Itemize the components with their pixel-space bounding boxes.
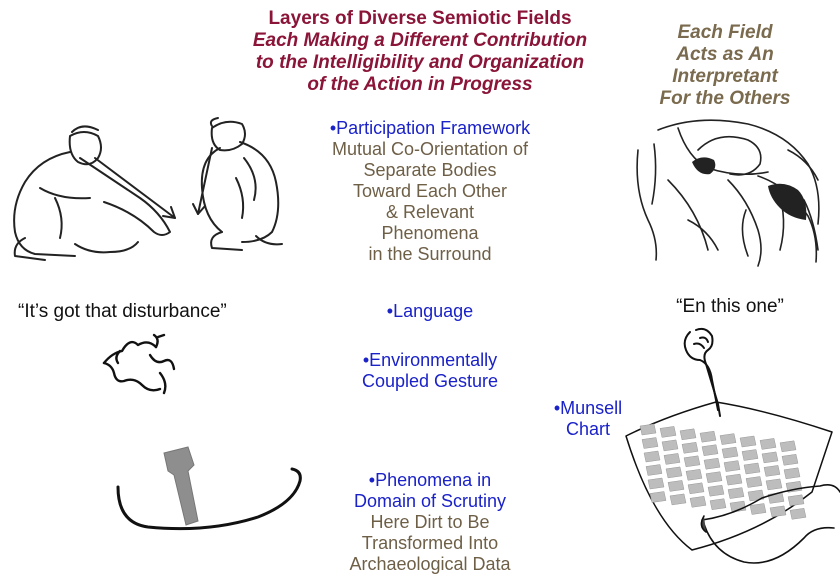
title-line-4: of the Action in Progress <box>307 74 533 95</box>
munsell-chip <box>725 473 743 486</box>
title-line-1: Layers of Diverse Semiotic Fields <box>268 8 572 29</box>
munsell-chip <box>687 482 705 495</box>
munsell-chip <box>721 446 739 459</box>
language-label: •Language <box>386 301 474 321</box>
munsell-line-1: •Munsell <box>553 398 623 418</box>
munsell-chip <box>745 476 763 488</box>
gesture-hand-sketch <box>102 333 176 395</box>
side-title-line-2: Acts as An <box>676 44 774 65</box>
munsell-chip <box>643 450 661 463</box>
munsell-chip <box>747 489 765 502</box>
munsell-chip <box>769 505 787 518</box>
crouching-figures-drawing <box>13 117 283 261</box>
participation-framework-block: •Participation Framework Mutual Co-Orien… <box>300 118 560 265</box>
munsell-chip <box>759 438 777 450</box>
munsell-chip <box>645 464 663 476</box>
participation-line-6: in the Surround <box>368 244 492 264</box>
munsell-chip <box>639 423 657 436</box>
munsell-chip <box>787 494 805 507</box>
participation-line-3: Toward Each Other <box>352 181 508 201</box>
munsell-chip <box>779 440 797 453</box>
title-line-2: Each Making a Different Contribution <box>252 30 588 51</box>
title-line-3: to the Intelligibility and Organization <box>255 52 585 73</box>
side-title-line-3: Interpretant <box>672 66 778 87</box>
munsell-chip <box>661 439 679 452</box>
munsell-chip <box>727 487 745 499</box>
munsell-chip <box>663 453 681 465</box>
participation-line-2: Separate Bodies <box>363 160 497 180</box>
munsell-chip <box>741 449 759 461</box>
participation-heading: •Participation Framework <box>329 118 531 138</box>
munsell-chip <box>681 442 699 454</box>
gesture-line-1: •Environmentally <box>362 350 498 370</box>
munsell-chip <box>789 508 807 520</box>
munsell-chip <box>679 428 697 441</box>
munsell-chip <box>763 465 781 477</box>
munsell-chip <box>683 455 701 468</box>
munsell-chip <box>685 469 703 481</box>
munsell-chip <box>665 466 683 479</box>
phenomena-line-2: Domain of Scrutiny <box>353 491 507 511</box>
participation-line-4: & Relevant <box>385 202 475 222</box>
munsell-chip <box>761 451 779 464</box>
pointing-hand-icon <box>683 327 721 417</box>
munsell-chip <box>749 503 767 515</box>
munsell-chip <box>709 498 727 510</box>
munsell-chip <box>743 462 761 475</box>
phenomena-line-1: •Phenomena in <box>368 470 492 490</box>
phenomena-line-5: Archaeological Data <box>349 554 511 574</box>
munsell-chip <box>641 437 659 449</box>
munsell-line-2: Chart <box>565 419 610 439</box>
bent-figure-sketch <box>636 119 820 267</box>
munsell-chip <box>689 496 707 508</box>
munsell-chip <box>647 477 665 490</box>
quote-left: “It’s got that disturbance” <box>18 301 227 322</box>
munsell-chip <box>659 426 677 438</box>
quote-right: “En this one” <box>676 296 784 317</box>
munsell-label: •Munsell Chart <box>548 398 628 440</box>
participation-line-5: Phenomena <box>381 223 479 243</box>
phenomena-line-4: Transformed Into <box>361 533 499 553</box>
munsell-chip <box>765 478 783 491</box>
gesture-block: •Environmentally Coupled Gesture <box>330 350 530 392</box>
munsell-chip <box>781 454 799 466</box>
munsell-chip <box>649 491 667 503</box>
munsell-chip <box>705 471 723 483</box>
munsell-chip <box>739 435 757 448</box>
munsell-chip <box>669 493 687 506</box>
participation-line-1: Mutual Co-Orientation of <box>331 139 529 159</box>
gesture-line-2: Coupled Gesture <box>361 371 499 391</box>
munsell-chart-drawing <box>625 401 840 564</box>
munsell-chip <box>719 433 737 445</box>
phenomena-block: •Phenomena in Domain of Scrutiny Here Di… <box>320 470 540 575</box>
main-title: Layers of Diverse Semiotic Fields Each M… <box>230 8 610 96</box>
side-title: Each Field Acts as An Interpretant For t… <box>630 22 820 110</box>
side-title-line-1: Each Field <box>677 22 773 43</box>
munsell-chip <box>729 500 747 513</box>
munsell-chip <box>703 457 721 470</box>
munsell-chip <box>667 480 685 492</box>
munsell-chip <box>783 467 801 480</box>
dirt-arc-with-trowel <box>116 446 302 531</box>
munsell-chip <box>707 484 725 497</box>
munsell-chip <box>699 430 717 443</box>
munsell-chip <box>723 460 741 472</box>
munsell-chip <box>701 444 719 456</box>
phenomena-line-3: Here Dirt to Be <box>370 512 490 532</box>
side-title-line-4: For the Others <box>659 88 791 109</box>
